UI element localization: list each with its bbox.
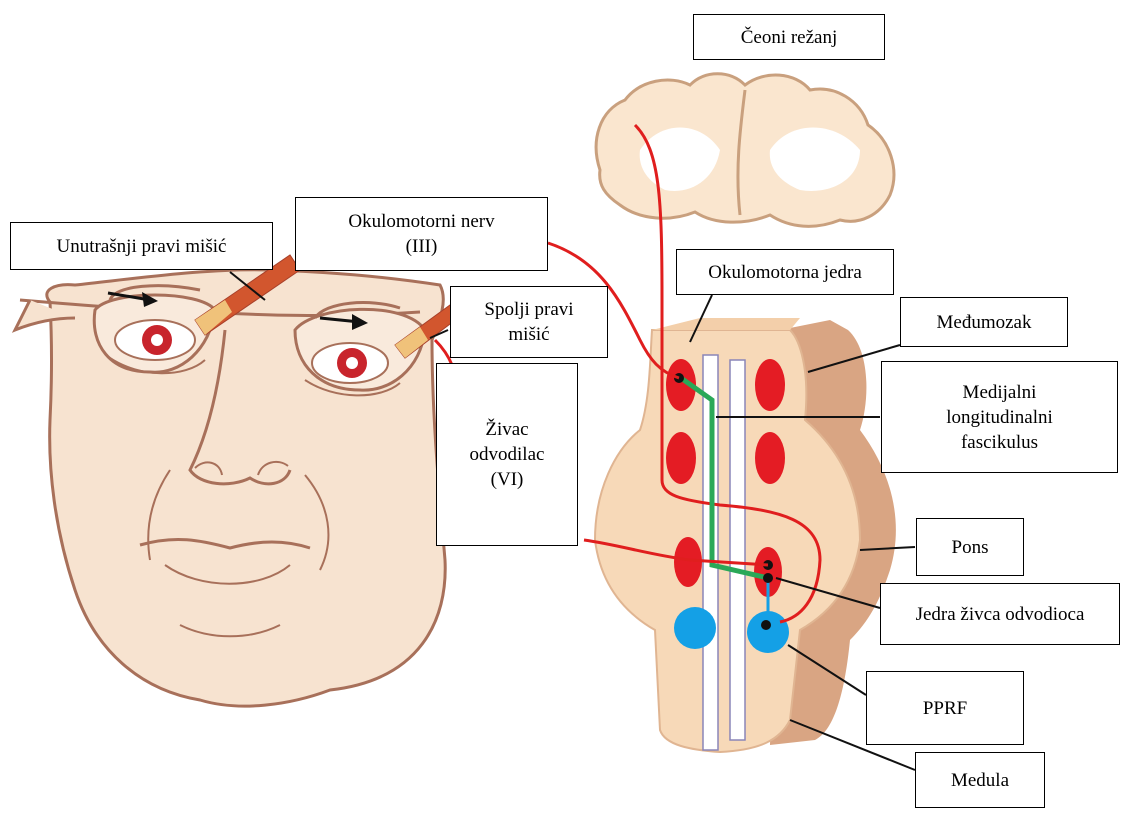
label-jedra-zivca-odvodioca-text: Jedra živca odvodioca	[916, 602, 1085, 627]
label-medula: Medula	[915, 752, 1045, 808]
label-spolji-pravi-misic-line2: mišić	[508, 322, 549, 347]
label-mlf-line1: Medijalni	[963, 380, 1037, 405]
label-mlf: Medijalni longitudinalni fascikulus	[881, 361, 1118, 473]
label-spolji-pravi-misic: Spolji pravi mišić	[450, 286, 608, 358]
label-pprf-text: PPRF	[923, 696, 967, 721]
label-zivac-odvodilac: Živac odvodilac (VI)	[436, 363, 578, 546]
label-okulomotorni-nerv-line1: Okulomotorni nerv	[348, 209, 494, 234]
label-pons-text: Pons	[952, 535, 989, 560]
label-jedra-zivca-odvodioca: Jedra živca odvodioca	[880, 583, 1120, 645]
label-okulomotorni-nerv-line2: (III)	[406, 234, 438, 259]
label-zivac-odvodilac-line1: Živac	[485, 417, 528, 442]
abducens-neuron-dot-2	[763, 573, 773, 583]
label-okulomotorna-jedra-text: Okulomotorna jedra	[708, 260, 862, 285]
label-medjumozak: Međumozak	[900, 297, 1068, 347]
label-unutrasnji-pravi-misic: Unutrašnji pravi mišić	[10, 222, 273, 270]
label-zivac-odvodilac-line2: odvodilac	[470, 442, 545, 467]
brainstem-top	[652, 318, 800, 330]
label-zivac-odvodilac-line3: (VI)	[491, 467, 524, 492]
label-ceoni-rezanj: Čeoni režanj	[693, 14, 885, 60]
label-ceoni-rezanj-text: Čeoni režanj	[741, 25, 838, 50]
label-spolji-pravi-misic-line1: Spolji pravi	[484, 297, 573, 322]
label-medula-text: Medula	[951, 768, 1009, 793]
trochlear-nucleus-left	[666, 432, 696, 484]
oculomotor-nucleus-right	[755, 359, 785, 411]
label-mlf-line2: longitudinalni	[946, 405, 1053, 430]
label-okulomotorni-nerv: Okulomotorni nerv (III)	[295, 197, 548, 271]
label-okulomotorna-jedra: Okulomotorna jedra	[676, 249, 894, 295]
trochlear-nucleus-right	[755, 432, 785, 484]
right-pupil	[346, 357, 358, 369]
pprf-left	[674, 607, 716, 649]
pprf-neuron-dot	[761, 620, 771, 630]
left-pupil	[151, 334, 163, 346]
frontal-lobe	[596, 74, 894, 227]
label-mlf-line3: fascikulus	[961, 430, 1038, 455]
label-pons: Pons	[916, 518, 1024, 576]
label-medjumozak-text: Međumozak	[937, 310, 1032, 335]
face-illustration	[15, 270, 445, 706]
label-pprf: PPRF	[866, 671, 1024, 745]
label-unutrasnji-pravi-misic-text: Unutrašnji pravi mišić	[57, 234, 227, 259]
